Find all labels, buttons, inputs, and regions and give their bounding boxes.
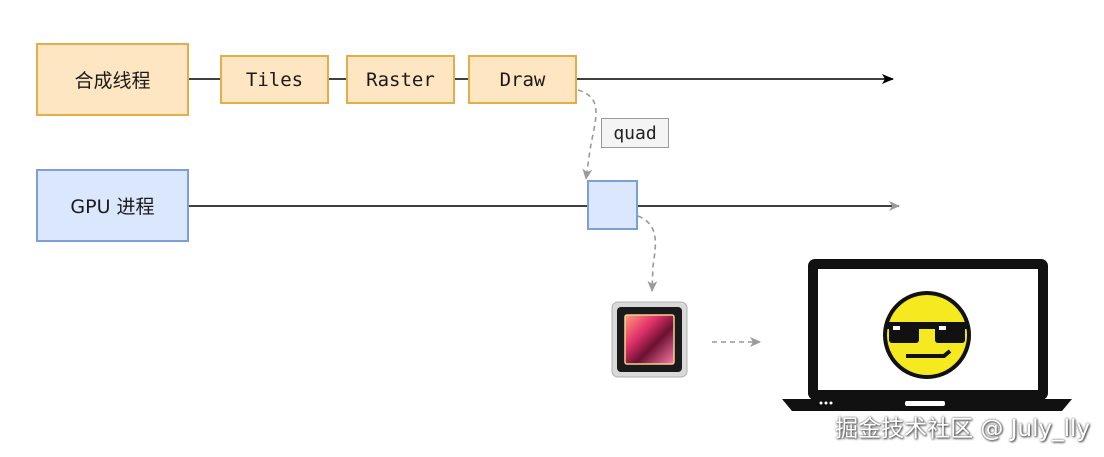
draw-step-box: Draw [468, 55, 577, 104]
tiles-step-box: Tiles [220, 55, 329, 104]
cool-face-icon [883, 291, 971, 379]
watermark-text: 掘金技术社区 @ July_lly [835, 416, 1090, 442]
raster-step-label: Raster [366, 68, 435, 91]
draw-step-label: Draw [499, 68, 546, 91]
gpu-process-label: GPU 进程 [70, 196, 155, 218]
gpu-frame-box [587, 180, 638, 230]
compositor-thread-label: 合成线程 [74, 70, 151, 92]
gpu-chip-icon [611, 301, 688, 378]
gpu-process-box: GPU 进程 [36, 169, 189, 242]
quad-edge-label: quad [601, 118, 669, 148]
quad-connector [577, 89, 597, 180]
quad-edge-text: quad [613, 122, 657, 144]
raster-step-box: Raster [346, 55, 455, 104]
tiles-step-label: Tiles [245, 68, 304, 91]
gpu-to-chip-connector [637, 215, 658, 292]
compositor-thread-box: 合成线程 [36, 43, 189, 116]
